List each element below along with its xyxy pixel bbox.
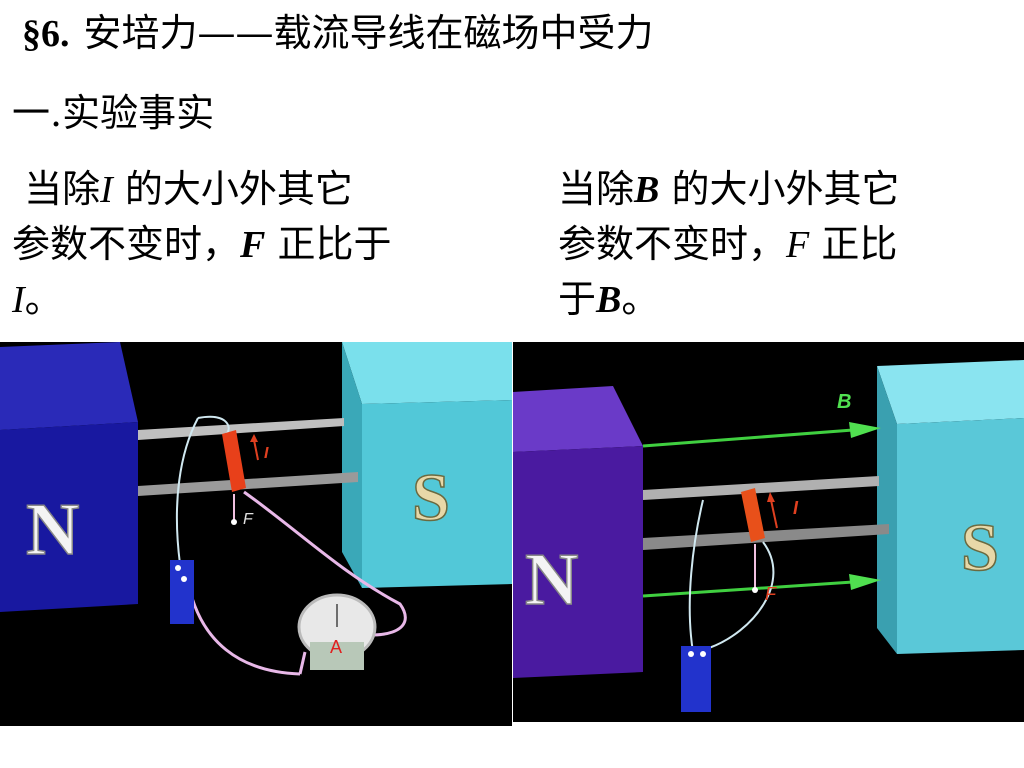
s-magnet-side bbox=[877, 366, 897, 654]
slide-title: §6. 安培力——载流导线在磁场中受力 bbox=[22, 8, 654, 59]
s-pole-label: S bbox=[412, 459, 450, 535]
current-arrow bbox=[770, 499, 778, 529]
rail-front bbox=[138, 472, 358, 496]
right-statement-line-3: 于B。 bbox=[558, 277, 660, 321]
section-number: §6. bbox=[22, 13, 70, 55]
n-magnet-top bbox=[0, 342, 138, 430]
current-rod bbox=[741, 488, 765, 542]
ammeter-label: A bbox=[330, 637, 342, 657]
s-magnet-front bbox=[897, 418, 1024, 654]
right-statement: 当除B 的大小外其它 参数不变时，F 正比 于B。 bbox=[558, 162, 1008, 327]
rail-front bbox=[643, 524, 889, 550]
rail-back bbox=[643, 476, 879, 500]
current-rod bbox=[222, 430, 246, 492]
experiment-current-illustration: I F A N S bbox=[0, 342, 512, 676]
wire-right bbox=[708, 541, 775, 649]
experiment-field-illustration: B I F N S bbox=[513, 360, 1024, 712]
s-magnet-front bbox=[362, 400, 512, 588]
s-magnet-top bbox=[877, 360, 1024, 424]
n-pole-label: N bbox=[525, 539, 578, 621]
section-heading: 一.实验事实 bbox=[12, 91, 215, 135]
left-statement: 当除I 的大小外其它 参数不变时，F 正比于 I。 bbox=[12, 162, 482, 327]
right-statement-line-2: 参数不变时，F 正比 bbox=[558, 222, 898, 266]
force-symbol: F bbox=[786, 224, 810, 266]
left-statement-line-1: 当除I 的大小外其它 bbox=[24, 167, 353, 211]
battery bbox=[170, 560, 194, 624]
n-pole-label: N bbox=[26, 489, 79, 571]
force-symbol: F bbox=[240, 224, 266, 266]
current-arrow bbox=[253, 439, 259, 461]
field-arrow-top bbox=[642, 428, 854, 448]
current-symbol: I bbox=[100, 169, 113, 211]
current-label: I bbox=[793, 498, 799, 518]
rail-back bbox=[138, 418, 344, 440]
s-magnet-top bbox=[342, 342, 512, 404]
s-pole-label: S bbox=[961, 509, 999, 585]
title-text: 安培力——载流导线在磁场中受力 bbox=[83, 11, 654, 55]
force-label: F bbox=[765, 584, 777, 604]
force-label: F bbox=[243, 511, 254, 528]
n-magnet-front bbox=[0, 422, 138, 612]
field-label: B bbox=[837, 391, 851, 413]
battery bbox=[681, 646, 711, 712]
current-label: I bbox=[264, 445, 269, 462]
field-symbol: B bbox=[634, 169, 660, 211]
n-magnet-top bbox=[513, 386, 643, 452]
left-statement-line-3: I。 bbox=[12, 277, 63, 321]
n-magnet-front bbox=[513, 446, 643, 678]
current-symbol: I bbox=[12, 279, 25, 321]
field-symbol: B bbox=[596, 279, 622, 321]
wire-left bbox=[688, 499, 704, 653]
experiment-field-panel: B I F N S bbox=[513, 342, 1024, 722]
field-arrow-bottom bbox=[642, 580, 854, 598]
experiment-current-panel: I F A N S bbox=[0, 342, 512, 726]
right-statement-line-1: 当除B 的大小外其它 bbox=[558, 167, 900, 211]
s-magnet-side bbox=[342, 342, 362, 588]
left-statement-line-2: 参数不变时，F 正比于 bbox=[12, 222, 392, 266]
